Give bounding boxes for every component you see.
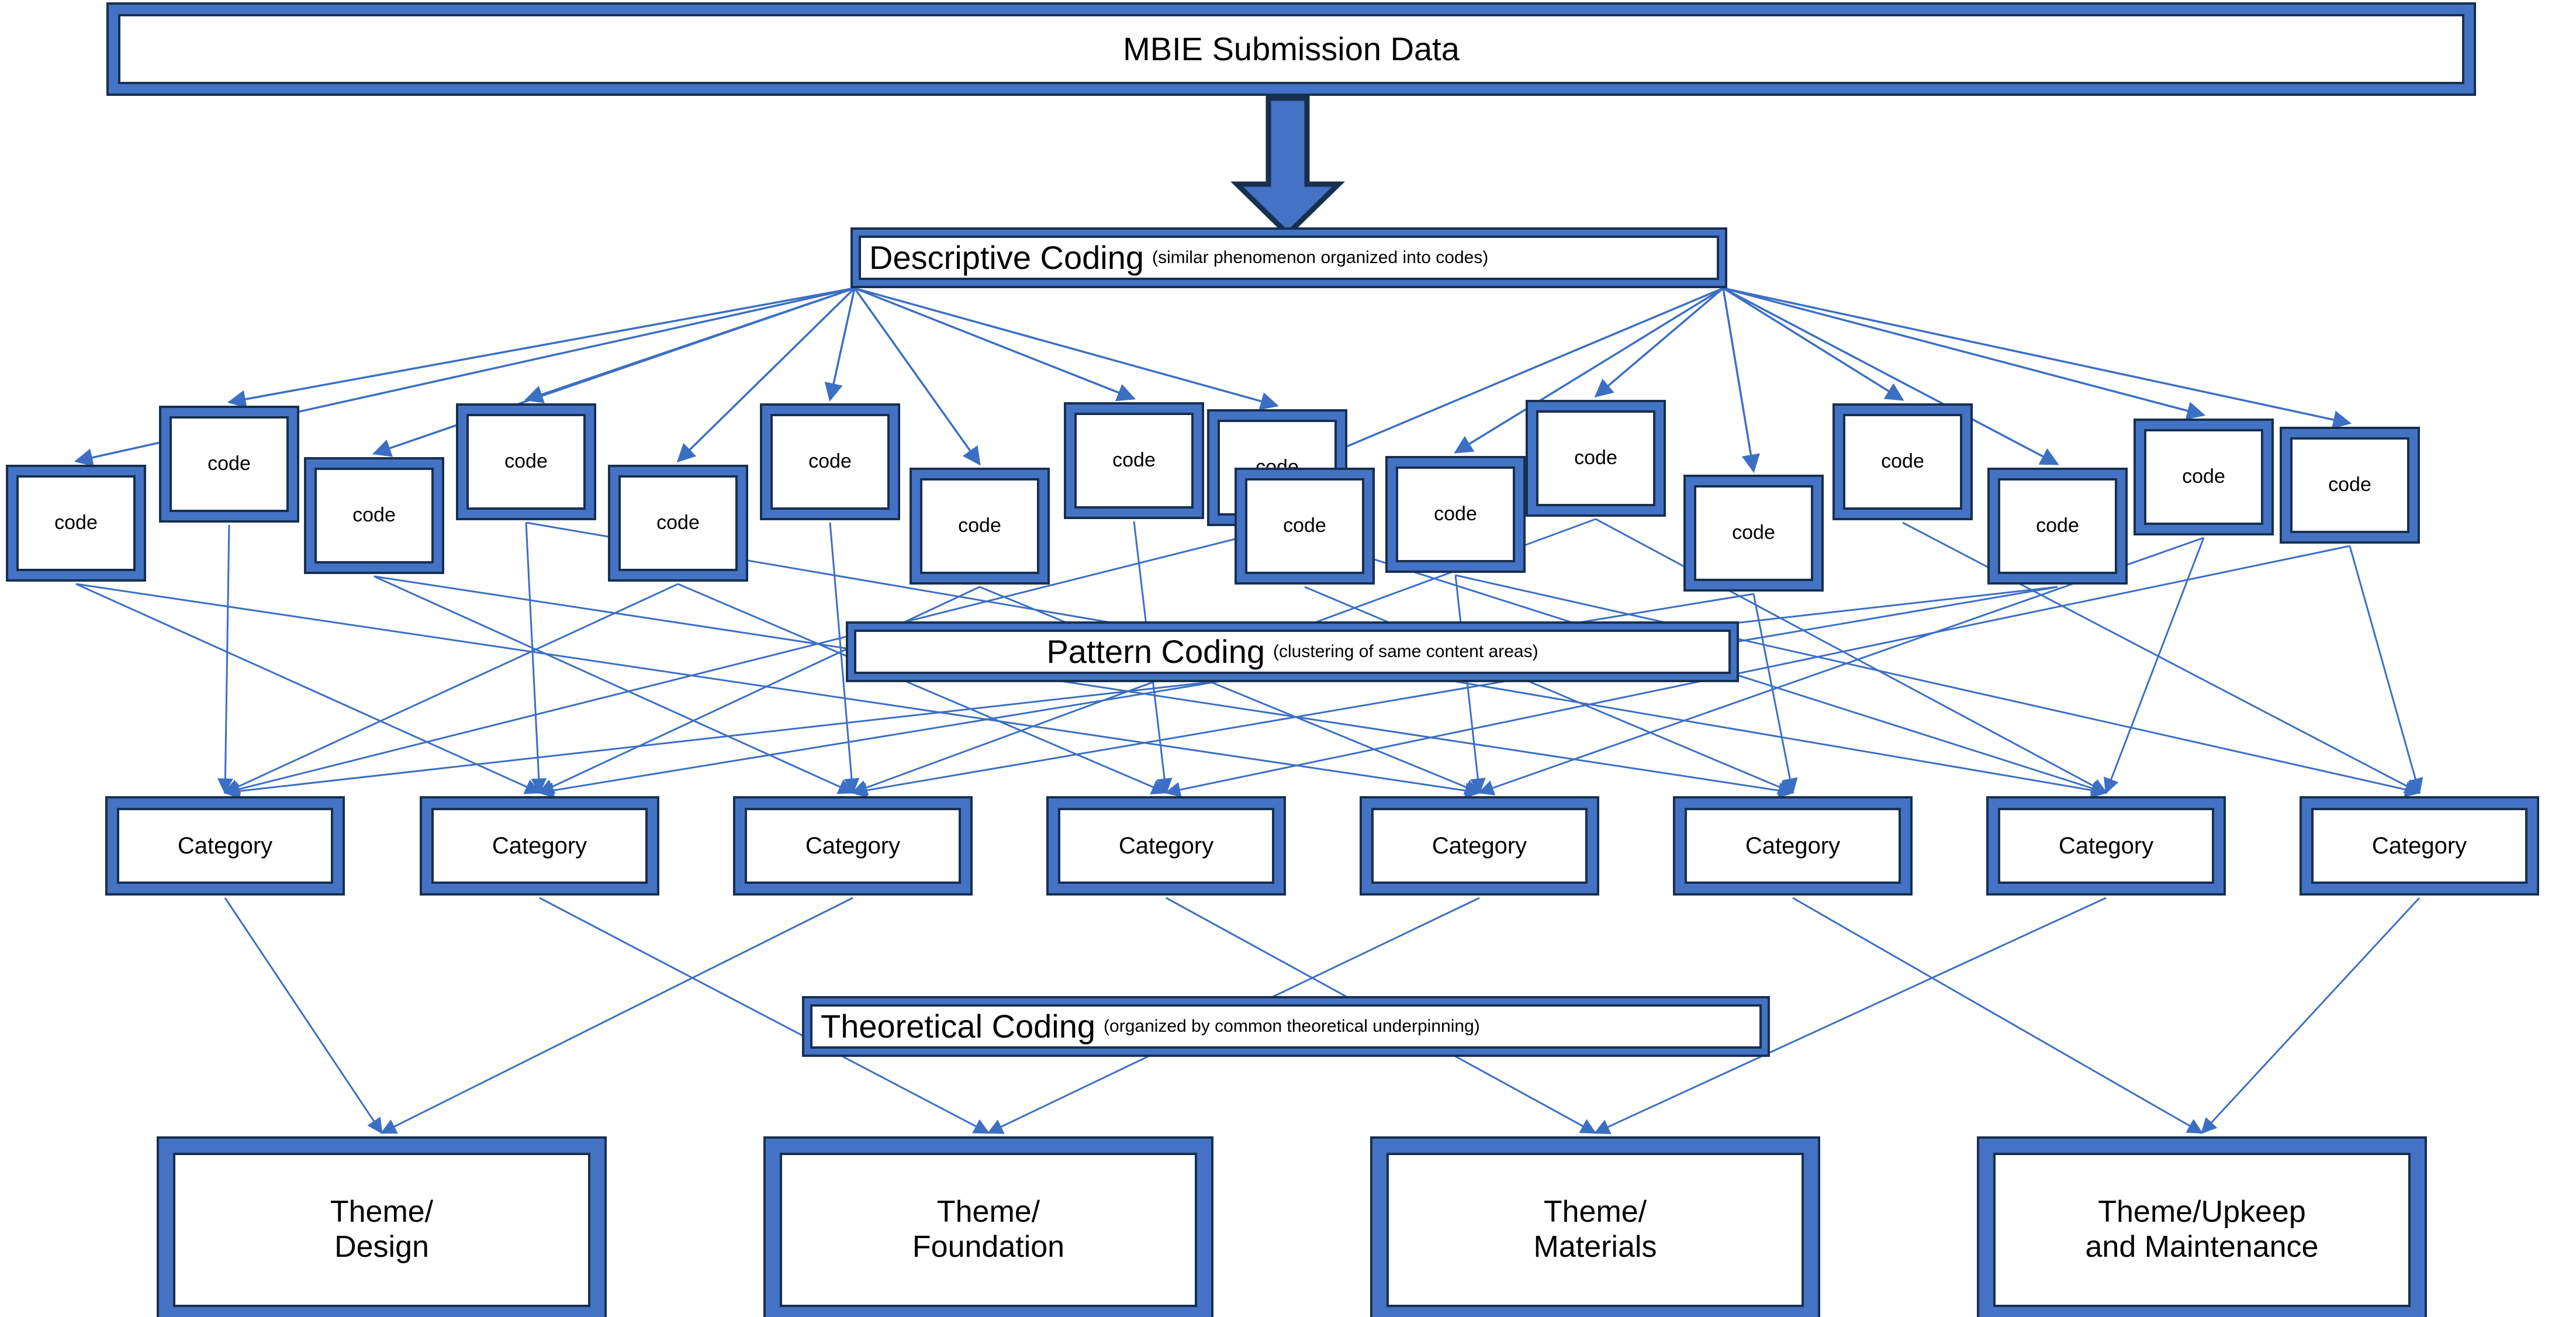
category-label: Category [1371, 808, 1588, 884]
code-label: code [170, 416, 289, 512]
code-box-1: code [159, 406, 299, 523]
category-box-7: Category [2300, 796, 2539, 896]
code-box-12: code [1683, 475, 1824, 592]
theme-box-0: Theme/Design [157, 1136, 607, 1317]
category-label: Category [1685, 808, 1901, 884]
code-box-15: code [2134, 419, 2274, 535]
theme-label: Theme/Materials [1386, 1153, 1804, 1307]
code-box-11: code [1526, 400, 1666, 517]
category-box-3: Category [1046, 796, 1286, 896]
stage-title-descriptive: Descriptive Coding [869, 238, 1144, 276]
code-label: code [2290, 437, 2409, 533]
code-box-0: code [6, 465, 146, 582]
category-box-1: Category [420, 796, 659, 896]
code-label: code [1843, 414, 1962, 510]
category-box-6: Category [1986, 796, 2226, 896]
code-label: code [1694, 485, 1813, 581]
code-box-6: code [910, 468, 1050, 585]
code-label: code [16, 475, 136, 571]
code-label: code [314, 468, 434, 564]
code-label: code [1074, 413, 1194, 509]
code-box-7: code [1064, 402, 1204, 519]
code-box-5: code [760, 403, 900, 520]
category-box-2: Category [733, 796, 973, 896]
code-box-16: code [2280, 427, 2420, 544]
category-box-0: Category [105, 796, 345, 896]
category-label: Category [1058, 808, 1274, 884]
category-label: Category [431, 808, 648, 884]
code-box-10: code [1385, 456, 1526, 573]
stage-note-descriptive: (similar phenomenon organized into codes… [1152, 247, 1489, 267]
root-box-mbie-submission-data: MBIE Submission Data [106, 2, 2476, 96]
category-label: Category [117, 808, 333, 884]
category-label: Category [1998, 808, 2214, 884]
code-box-14: code [1987, 468, 2128, 585]
stage-title-theoretical: Theoretical Coding [821, 1007, 1096, 1045]
category-box-5: Category [1673, 796, 1913, 896]
stage-note-pattern: (clustering of same content areas) [1273, 641, 1538, 661]
code-label: code [920, 478, 1039, 574]
theme-label: Theme/Design [173, 1153, 590, 1307]
code-label: code [618, 475, 738, 571]
category-label: Category [745, 808, 961, 884]
code-box-4: code [608, 465, 748, 582]
code-label: code [770, 414, 890, 510]
code-label: code [1998, 478, 2117, 574]
theme-box-2: Theme/Materials [1370, 1136, 1820, 1317]
code-box-2: code [304, 457, 444, 574]
stage-box-descriptive-coding: Descriptive Coding (similar phenomenon o… [850, 227, 1727, 288]
category-box-4: Category [1360, 796, 1599, 896]
stage-note-theoretical: (organized by common theoretical underpi… [1104, 1016, 1480, 1036]
stage-title-pattern: Pattern Coding [1046, 632, 1265, 670]
stage-box-theoretical-coding: Theoretical Coding (organized by common … [802, 996, 1770, 1057]
theme-label: Theme/Foundation [780, 1153, 1197, 1307]
code-box-3: code [456, 403, 596, 520]
category-label: Category [2311, 808, 2527, 884]
theme-box-1: Theme/Foundation [763, 1136, 1213, 1317]
code-label: code [1536, 410, 1655, 506]
code-box-13: code [1832, 403, 1973, 520]
stage-box-pattern-coding: Pattern Coding (clustering of same conte… [846, 621, 1739, 682]
code-box-9: code [1235, 468, 1375, 585]
code-label: code [1396, 466, 1515, 562]
code-label: code [2144, 429, 2263, 525]
code-label: code [466, 414, 586, 510]
root-label: MBIE Submission Data [118, 14, 2464, 84]
code-label: code [1245, 478, 1364, 574]
